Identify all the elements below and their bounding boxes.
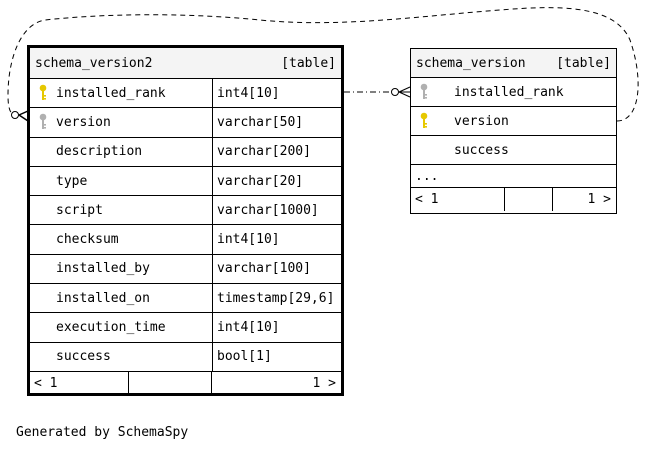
table-kind: [table]	[556, 55, 611, 71]
column-name-cell: success	[411, 136, 616, 164]
table-row[interactable]: execution_time int4[10]	[30, 313, 341, 343]
column-name-cell: version	[30, 108, 212, 136]
table-more-row: ...	[411, 165, 616, 188]
table-footer: < 1 1 >	[411, 188, 616, 211]
foreign-key-icon	[38, 113, 48, 131]
column-type: int4[10]	[212, 79, 341, 108]
relation-version	[7, 7, 639, 122]
table-row[interactable]: script varchar[1000]	[30, 196, 341, 226]
column-name: installed_on	[56, 290, 150, 306]
column-name: checksum	[56, 232, 119, 248]
column-name: version	[454, 113, 509, 129]
relation-crowfoot-marker	[398, 86, 411, 98]
generated-by-credit: Generated by SchemaSpy	[16, 425, 189, 440]
column-name-cell: script	[30, 196, 212, 224]
table-name: schema_version2	[35, 55, 153, 71]
column-type: int4[10]	[212, 225, 341, 254]
column-name-cell: description	[30, 138, 212, 166]
table-row[interactable]: installed_by varchar[100]	[30, 254, 341, 285]
column-type: timestamp[29,6]	[212, 284, 341, 313]
table-name: schema_version	[416, 55, 526, 71]
column-name: type	[56, 173, 88, 189]
column-type: varchar[100]	[212, 254, 341, 284]
table-row[interactable]: description varchar[200]	[30, 137, 341, 167]
table-row[interactable]: success	[411, 136, 616, 165]
more-indicator: ...	[415, 168, 439, 184]
footer-right: 1 >	[587, 192, 611, 207]
column-name-cell: version	[411, 107, 616, 135]
column-name: installed_rank	[56, 85, 166, 101]
column-name: success	[454, 142, 509, 158]
footer-left: < 1	[411, 188, 505, 211]
footer-middle	[129, 371, 212, 395]
column-name: description	[56, 144, 143, 160]
foreign-key-icon	[419, 83, 429, 101]
column-name: execution_time	[56, 320, 166, 336]
column-name-cell: success	[30, 343, 212, 371]
column-name-cell: installed_by	[30, 255, 212, 283]
primary-key-icon	[419, 112, 429, 130]
footer-right: 1 >	[312, 375, 336, 391]
relation-optional-marker	[391, 88, 399, 96]
column-name-cell: installed_rank	[411, 78, 616, 106]
table-row[interactable]: type varchar[20]	[30, 166, 341, 197]
column-name: script	[56, 202, 103, 218]
column-type: bool[1]	[212, 342, 341, 371]
column-name: installed_rank	[454, 84, 564, 100]
column-name-cell: execution_time	[30, 313, 212, 341]
table-row[interactable]: version varchar[50]	[30, 108, 341, 138]
column-type: varchar[200]	[212, 137, 341, 166]
column-name-cell: checksum	[30, 225, 212, 253]
table-header: schema_version [table]	[411, 49, 616, 78]
relation-version-optional-marker	[11, 111, 19, 119]
table-row[interactable]: installed_on timestamp[29,6]	[30, 284, 341, 314]
table-footer: < 1 1 >	[30, 371, 341, 395]
table-row[interactable]: success bool[1]	[30, 342, 341, 372]
column-type: varchar[50]	[212, 108, 341, 137]
column-type: varchar[20]	[212, 166, 341, 196]
table-header: schema_version2 [table]	[30, 48, 341, 79]
table-row[interactable]: checksum int4[10]	[30, 225, 341, 255]
column-type: int4[10]	[212, 313, 341, 342]
table-row[interactable]: installed_rank int4[10]	[30, 79, 341, 109]
table-kind: [table]	[281, 55, 336, 71]
column-name-cell: type	[30, 167, 212, 195]
column-name: version	[56, 114, 111, 130]
relation-version-crowfoot	[18, 110, 29, 122]
table-row[interactable]: installed_rank	[411, 78, 616, 107]
column-name: success	[56, 349, 111, 365]
column-name-cell: installed_on	[30, 284, 212, 312]
footer-left: < 1	[30, 371, 129, 395]
column-name-cell: installed_rank	[30, 79, 212, 107]
footer-middle	[505, 188, 553, 211]
column-type: varchar[1000]	[212, 196, 341, 225]
primary-key-icon	[38, 84, 48, 102]
column-name: installed_by	[56, 261, 150, 277]
table-row[interactable]: version	[411, 107, 616, 136]
